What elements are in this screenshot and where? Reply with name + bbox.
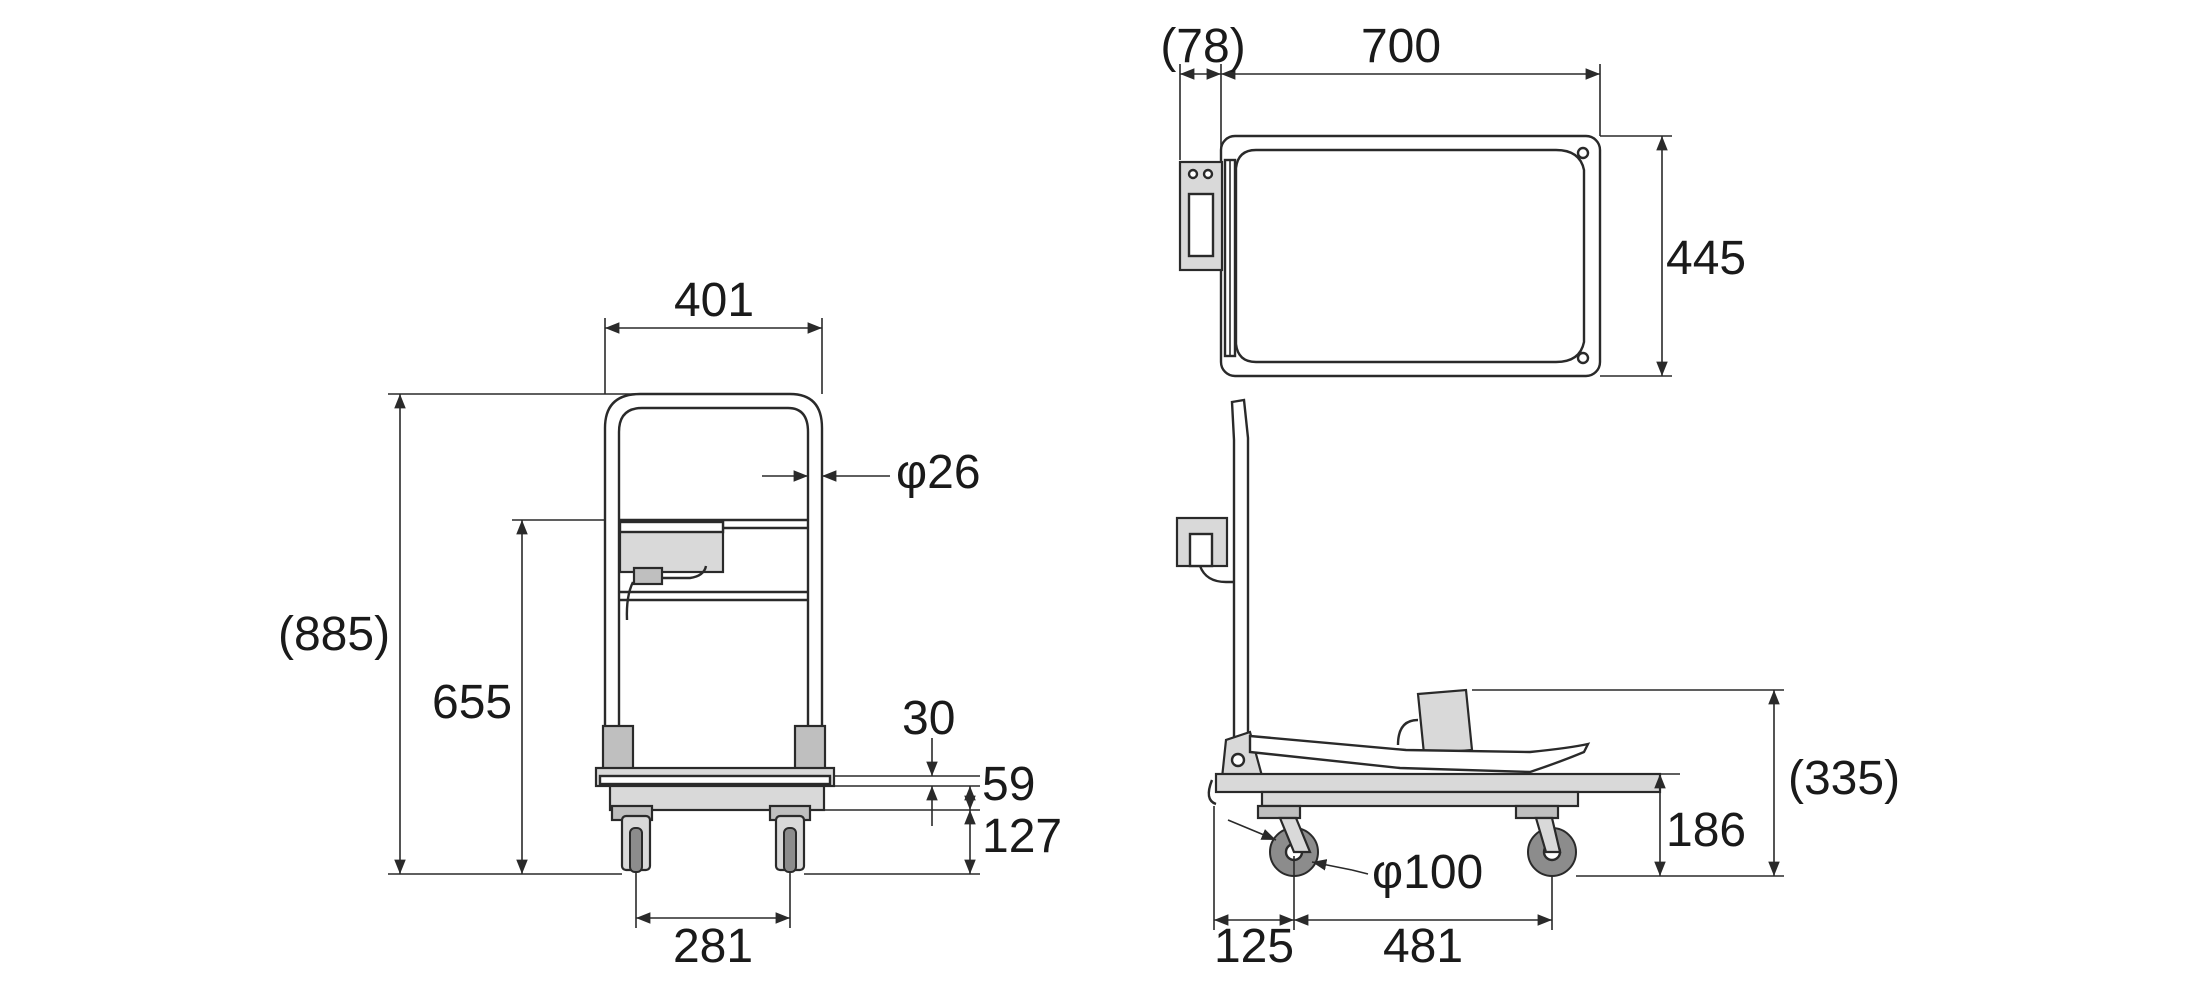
dim-display-height: 655 [432, 676, 512, 729]
side-view [1175, 398, 1662, 877]
dim-platform-top-height: 186 [1666, 804, 1746, 857]
dim-handle-diameter: φ26 [896, 446, 981, 499]
dim-deck-thickness: 59 [982, 758, 1035, 811]
dim-platform-length: 700 [1361, 20, 1441, 73]
dim-display-depth: (78) [1160, 20, 1245, 73]
dim-handle-width: 401 [674, 274, 754, 327]
front-view [594, 392, 836, 873]
dim-wheel-offset: 125 [1214, 920, 1294, 973]
dim-overall-height: (885) [278, 608, 390, 661]
dim-caster-diameter: φ100 [1372, 846, 1483, 899]
dim-deck-offset: 30 [902, 692, 955, 745]
front-dimensions [388, 318, 980, 928]
top-view [1178, 64, 1672, 378]
dim-platform-width: 445 [1666, 232, 1746, 285]
dim-wheelbase: 481 [1383, 920, 1463, 973]
dim-folded-height: (335) [1788, 752, 1900, 805]
side-dimensions [1213, 689, 1784, 930]
dim-caster-track: 281 [673, 920, 753, 973]
dim-deck-height: 127 [982, 810, 1062, 863]
